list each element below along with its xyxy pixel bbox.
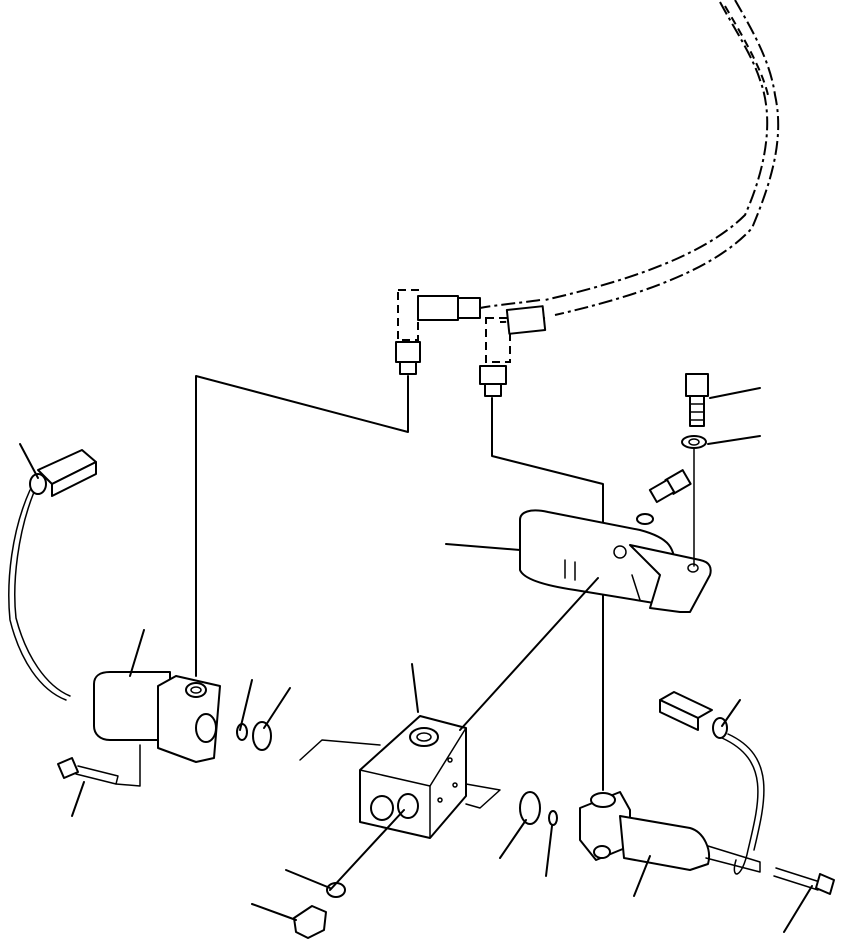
bolt: [685, 373, 709, 427]
washer: [681, 435, 707, 567]
left-solenoid-valve: [8, 489, 221, 763]
callout-left-solenoid: [129, 629, 145, 677]
callout-right-solenoid: [633, 855, 651, 897]
callout-o-ring-plug: [285, 869, 331, 889]
valve-block: [299, 715, 501, 839]
callout-o-ring-to-port: [329, 809, 405, 891]
left-elbow-fitting: [395, 289, 481, 375]
callout-bracket-to-block: [459, 577, 599, 731]
right-connector: [659, 691, 728, 739]
mounting-bracket: [519, 509, 712, 613]
callout-plug: [251, 903, 297, 921]
callout-o-ring-large-right: [499, 819, 527, 859]
callout-left-connector: [19, 443, 39, 479]
callout-o-ring-large-left: [263, 687, 291, 729]
callout-bracket: [445, 543, 521, 551]
callout-leaders: [19, 387, 813, 933]
callout-o-ring-small-right: [545, 825, 553, 877]
right-elbow-fitting: [479, 305, 547, 397]
callout-right-connector: [721, 699, 741, 727]
hose-assembly: [479, 0, 780, 323]
callout-bolt: [709, 387, 761, 399]
pipe-routes: [195, 375, 604, 791]
fitting: [636, 469, 692, 525]
left-solenoid-bolt: [57, 744, 141, 787]
callout-left-bolt: [71, 781, 85, 817]
callout-right-bolt: [783, 885, 813, 933]
callout-washer: [707, 435, 761, 445]
right-solenoid-bolt: [773, 867, 835, 895]
callout-valve-block: [411, 663, 419, 713]
right-solenoid-valve: [579, 733, 765, 875]
left-connector: [29, 449, 97, 497]
callout-o-ring-small-left: [239, 679, 253, 731]
